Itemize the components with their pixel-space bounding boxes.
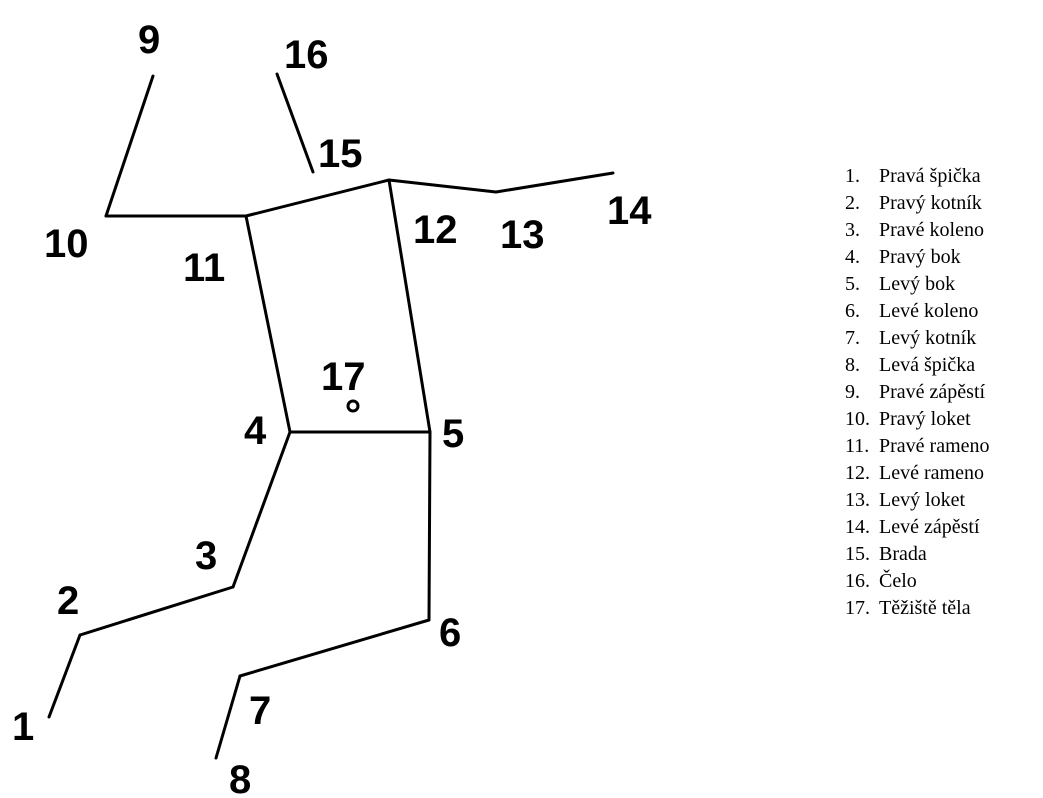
- legend-item-label: Brada: [879, 541, 927, 568]
- legend-item-number: 6.: [845, 298, 879, 325]
- legend-item-label: Pravé zápěstí: [879, 379, 985, 406]
- legend-item: 14.Levé zápěstí: [845, 514, 990, 541]
- segment-left-shoulder-elbow: [389, 180, 496, 192]
- legend-item-number: 2.: [845, 190, 879, 217]
- legend-item-label: Těžiště těla: [879, 595, 971, 622]
- point-label-13: 13: [500, 213, 545, 257]
- legend-item-number: 8.: [845, 352, 879, 379]
- segment-right-knee-hip: [233, 432, 290, 587]
- legend-item: 1.Pravá špička: [845, 163, 990, 190]
- legend-item-number: 11.: [845, 433, 879, 460]
- legend-item-number: 13.: [845, 487, 879, 514]
- legend-item: 16.Čelo: [845, 568, 990, 595]
- point-label-6: 6: [439, 611, 461, 655]
- legend-item-label: Levý kotník: [879, 325, 976, 352]
- point-label-15: 15: [318, 132, 363, 176]
- point-labels: 1 2 3 4 5 6 7 8 9 10 11 12 13 14 15 16 1…: [12, 18, 652, 798]
- legend-item-label: Pravé rameno: [879, 433, 990, 460]
- segment-right-elbow-wrist: [106, 76, 153, 216]
- legend-list: 1.Pravá špička 2.Pravý kotník 3.Pravé ko…: [845, 163, 990, 622]
- legend-item-label: Levé koleno: [879, 298, 978, 325]
- point-label-10: 10: [44, 222, 89, 266]
- segment-shoulders: [246, 180, 389, 216]
- point-label-5: 5: [442, 412, 464, 456]
- legend-item-label: Pravá špička: [879, 163, 981, 190]
- point-label-1: 1: [12, 705, 34, 749]
- legend-item-number: 5.: [845, 271, 879, 298]
- legend-item: 15.Brada: [845, 541, 990, 568]
- legend-item: 5.Levý bok: [845, 271, 990, 298]
- legend-item-label: Pravý loket: [879, 406, 971, 433]
- segment-left-elbow-wrist: [496, 173, 613, 192]
- legend-item: 6.Levé koleno: [845, 298, 990, 325]
- legend-item: 3.Pravé koleno: [845, 217, 990, 244]
- point-label-2: 2: [57, 579, 79, 623]
- legend-item-number: 16.: [845, 568, 879, 595]
- legend-item-label: Levý bok: [879, 271, 955, 298]
- legend-item-label: Čelo: [879, 568, 917, 595]
- legend-item-number: 1.: [845, 163, 879, 190]
- segment-right-ankle-knee: [80, 587, 233, 635]
- legend-item-label: Levé rameno: [879, 460, 984, 487]
- legend-item: 12.Levé rameno: [845, 460, 990, 487]
- legend-item: 8.Levá špička: [845, 352, 990, 379]
- point-label-8: 8: [229, 758, 251, 798]
- segment-left-hip-knee: [429, 432, 430, 620]
- legend-item-number: 12.: [845, 460, 879, 487]
- legend-item-number: 15.: [845, 541, 879, 568]
- legend-item-number: 4.: [845, 244, 879, 271]
- body-points-diagram: 1 2 3 4 5 6 7 8 9 10 11 12 13 14 15 16 1…: [0, 0, 800, 798]
- legend-item: 9.Pravé zápěstí: [845, 379, 990, 406]
- point-label-12: 12: [413, 208, 458, 252]
- point-label-11: 11: [183, 246, 225, 290]
- legend-item-label: Pravý bok: [879, 244, 961, 271]
- point-label-14: 14: [607, 189, 652, 233]
- legend-item-number: 7.: [845, 325, 879, 352]
- center-of-mass-marker: [348, 401, 358, 411]
- segment-left-knee-ankle: [240, 620, 429, 676]
- point-label-7: 7: [249, 689, 271, 733]
- legend-item-label: Levé zápěstí: [879, 514, 980, 541]
- legend-item-label: Levá špička: [879, 352, 975, 379]
- legend-item: 2.Pravý kotník: [845, 190, 990, 217]
- legend-item: 13.Levý loket: [845, 487, 990, 514]
- segment-head: [277, 74, 313, 172]
- point-label-9: 9: [138, 18, 160, 62]
- legend-item-number: 14.: [845, 514, 879, 541]
- point-label-4: 4: [244, 409, 267, 453]
- skeleton: [49, 74, 613, 758]
- point-label-16: 16: [284, 33, 329, 77]
- point-label-3: 3: [195, 534, 217, 578]
- legend-item-number: 17.: [845, 595, 879, 622]
- legend-item-number: 3.: [845, 217, 879, 244]
- point-label-17: 17: [321, 355, 366, 399]
- legend-item: 17.Těžiště těla: [845, 595, 990, 622]
- legend-item-number: 9.: [845, 379, 879, 406]
- legend-item-number: 10.: [845, 406, 879, 433]
- legend-item-label: Pravý kotník: [879, 190, 982, 217]
- legend-item: 11.Pravé rameno: [845, 433, 990, 460]
- legend-item: 4.Pravý bok: [845, 244, 990, 271]
- segment-left-ankle-toe: [216, 676, 240, 758]
- segment-right-hip-shoulder: [246, 216, 290, 432]
- legend-item-label: Levý loket: [879, 487, 965, 514]
- legend-item-label: Pravé koleno: [879, 217, 984, 244]
- legend-item: 7.Levý kotník: [845, 325, 990, 352]
- segment-right-toe-ankle: [49, 635, 80, 717]
- legend-item: 10.Pravý loket: [845, 406, 990, 433]
